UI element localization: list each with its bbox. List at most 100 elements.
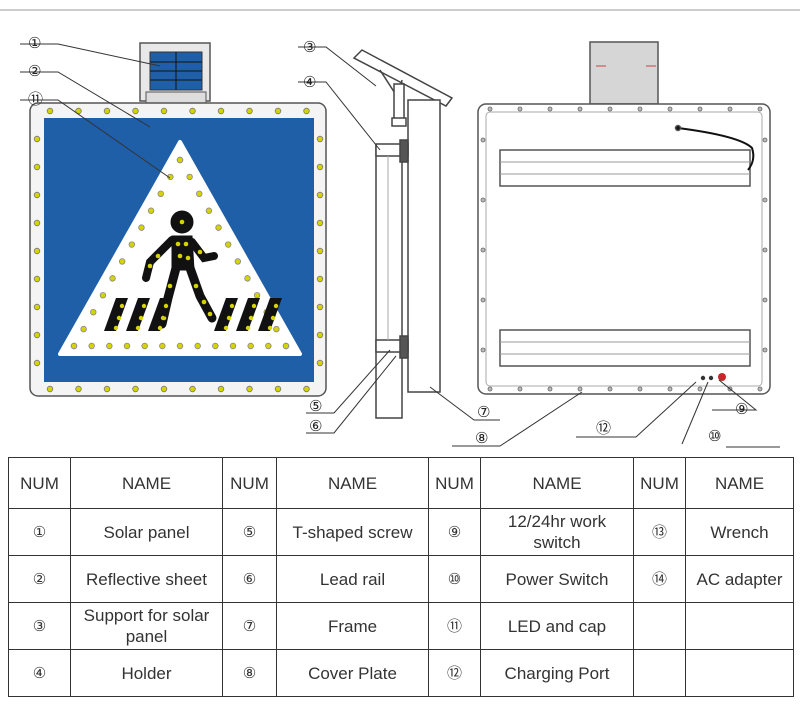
table-header-row: NUM NAME NUM NAME NUM NAME NUM NAME	[8, 457, 794, 509]
part-name: Power Switch	[480, 555, 634, 603]
rear-bolt	[577, 106, 583, 112]
part-num: ⑦	[222, 602, 277, 650]
part-name: LED and cap	[480, 602, 634, 650]
stripe-led	[160, 315, 166, 321]
figure-led	[175, 241, 181, 247]
part-num: ③	[8, 602, 71, 650]
stripe-led	[138, 315, 144, 321]
frame-led	[316, 275, 324, 283]
rear-bolt	[487, 386, 493, 392]
table-row: ③ Support for solar panel ⑦ Frame ⑪ LED …	[8, 602, 794, 650]
triangle-led	[157, 190, 164, 198]
triangle-led	[70, 342, 78, 350]
part-name	[685, 602, 794, 650]
frame-led	[217, 385, 225, 393]
part-num: ①	[8, 508, 71, 556]
figure-led	[167, 283, 173, 289]
callout-8: ⑧	[475, 429, 488, 447]
triangle-led	[265, 342, 272, 350]
part-num: ⑩	[428, 555, 481, 603]
figure-led	[155, 253, 161, 259]
stripe-led	[116, 315, 122, 321]
rear-bolt	[762, 137, 768, 143]
rear-bolt	[547, 386, 553, 392]
triangle-led	[176, 342, 184, 350]
rear-bolt	[480, 247, 486, 253]
frame-led	[316, 191, 324, 199]
header-name: NAME	[276, 457, 429, 509]
rear-bolt	[480, 137, 486, 143]
header-num: NUM	[633, 457, 686, 509]
header-num: NUM	[428, 457, 481, 509]
frame-led	[189, 107, 196, 115]
triangle-led	[80, 325, 87, 333]
triangle-led	[159, 342, 166, 350]
figure-led	[179, 219, 185, 225]
part-num: ②	[8, 555, 71, 603]
frame-led	[303, 385, 310, 393]
callout-9: ⑨	[735, 400, 748, 418]
part-num: ⑥	[222, 555, 277, 603]
frame-led	[33, 163, 41, 171]
frame-led	[33, 359, 41, 367]
frame-led	[303, 107, 310, 115]
rear-bolt	[480, 347, 486, 353]
triangle-led	[106, 342, 113, 350]
frame-led	[103, 385, 111, 393]
triangle-led	[128, 241, 136, 248]
part-num: ⑨	[428, 508, 481, 556]
stripe-led	[113, 325, 119, 331]
frame-led	[160, 107, 168, 115]
part-name: Solar panel	[70, 508, 223, 556]
table-row: ④ Holder ⑧ Cover Plate ⑫ Charging Port	[8, 649, 794, 697]
part-num: ⑤	[222, 508, 277, 556]
side-view	[352, 49, 454, 419]
part-name: Cover Plate	[276, 649, 429, 697]
part-name	[685, 649, 794, 697]
rear-bolt	[607, 106, 613, 112]
triangle-led	[273, 325, 280, 333]
rear-bolt	[697, 106, 703, 112]
rear-bolt	[697, 386, 703, 392]
frame-led	[316, 247, 324, 255]
rear-bolt	[667, 106, 673, 112]
triangle-leds	[70, 156, 290, 350]
rear-bolt	[762, 297, 768, 303]
frame-led	[33, 275, 41, 283]
triangle-led	[247, 342, 254, 350]
part-name: AC adapter	[685, 555, 794, 603]
frame-led	[316, 219, 324, 227]
frame-led	[75, 385, 82, 393]
frame-led	[274, 107, 282, 115]
part-num: ⑭	[633, 555, 686, 603]
callout-1: ①	[28, 34, 41, 52]
triangle-led	[88, 342, 95, 350]
stripe-led	[163, 303, 169, 309]
stripe-led	[223, 325, 229, 331]
callout-2: ②	[28, 62, 41, 80]
triangle-led	[196, 190, 203, 198]
rear-bolt	[757, 386, 763, 392]
rear-bolt	[757, 106, 763, 112]
rear-bolt	[607, 386, 613, 392]
rear-bolt	[517, 386, 523, 392]
rear-bolt	[762, 347, 768, 353]
frame-led	[33, 135, 41, 143]
sign-assembly-diagram: ① ② ⑪ ③ ④ ⑤ ⑥ ⑦ ⑧ ⑨ ⑩ ⑫	[0, 9, 800, 448]
work-switch	[718, 373, 726, 381]
triangle-led	[194, 342, 201, 350]
header-num: NUM	[8, 457, 71, 509]
stripe-led	[270, 315, 276, 321]
frame-led	[33, 219, 41, 227]
stripe-led	[119, 303, 125, 309]
table-row: ② Reflective sheet ⑥ Lead rail ⑩ Power S…	[8, 555, 794, 603]
rear-bolts	[480, 106, 768, 392]
rear-bolt	[762, 247, 768, 253]
triangle-led	[123, 342, 131, 350]
callout-12: ⑫	[596, 419, 611, 437]
stripe-led	[273, 303, 279, 309]
part-name: T-shaped screw	[276, 508, 429, 556]
frame-led	[316, 135, 324, 143]
rear-bolt	[637, 106, 643, 112]
frame-led	[33, 191, 41, 199]
